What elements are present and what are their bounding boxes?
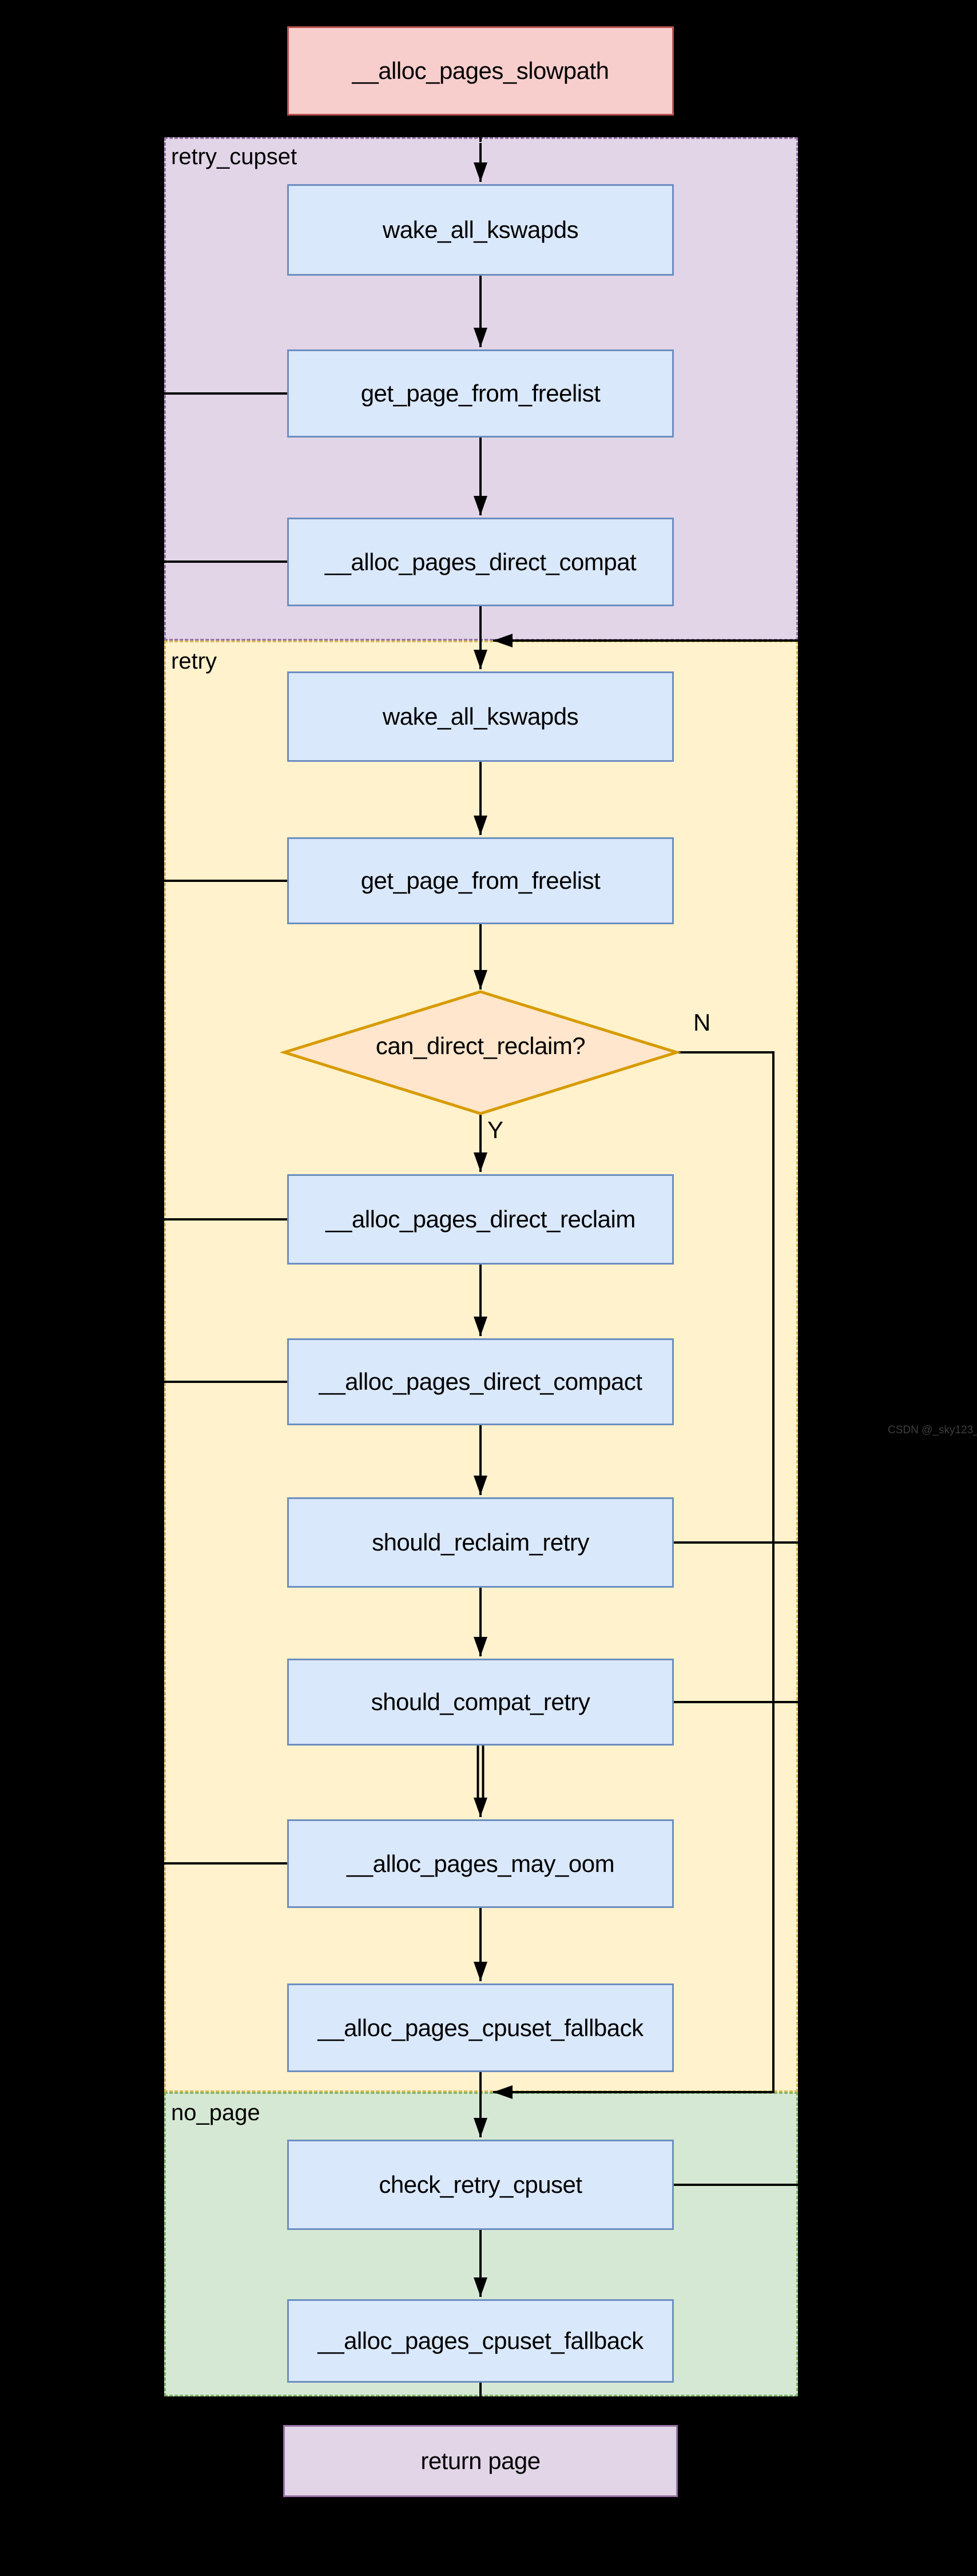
node-get-page-from-freelist-2[interactable]: get_page_from_freelist [287,837,674,924]
region-label-no-page: no_page [171,2100,260,2125]
node-label: should_reclaim_retry [372,1529,589,1556]
node-label: check_retry_cpuset [379,2171,582,2198]
node-label: __alloc_pages_direct_compat [324,548,637,575]
edge-decision-no-branch [493,1051,775,2099]
node-alloc-pages-cpuset-fallback-1[interactable]: __alloc_pages_cpuset_fallback [287,1983,674,2072]
region-label-retry: retry [171,649,217,674]
node-label: get_page_from_freelist [360,867,601,894]
node-should-compat-retry[interactable]: should_compat_retry [287,1659,674,1746]
node-label: __alloc_pages_cpuset_fallback [317,2327,644,2354]
watermark: CSDN @_sky123_ [888,1424,977,1436]
node-alloc-pages-slowpath[interactable]: __alloc_pages_slowpath [287,26,674,116]
node-label: __alloc_pages_may_oom [346,1850,615,1877]
node-should-reclaim-retry[interactable]: should_reclaim_retry [287,1497,674,1588]
node-alloc-pages-direct-compat[interactable]: __alloc_pages_direct_compat [287,518,674,606]
node-alloc-pages-direct-reclaim[interactable]: __alloc_pages_direct_reclaim [287,1174,674,1265]
node-label: return page [420,2447,541,2474]
region-label-retry-cupset: retry_cupset [171,144,297,169]
decision-diamond[interactable] [279,990,682,1115]
node-label: __alloc_pages_slowpath [352,57,609,84]
branch-label-no: N [693,1009,711,1036]
node-label: wake_all_kswapds [382,216,579,243]
decision-label: can_direct_reclaim? [375,1032,586,1059]
node-wake-all-kswapds-1[interactable]: wake_all_kswapds [287,184,674,276]
node-label: __alloc_pages_direct_compact [319,1368,642,1395]
node-alloc-pages-direct-compact[interactable]: __alloc_pages_direct_compact [287,1338,674,1425]
node-label: get_page_from_freelist [360,380,601,407]
node-label: __alloc_pages_direct_reclaim [325,1206,636,1233]
node-alloc-pages-may-oom[interactable]: __alloc_pages_may_oom [287,1819,674,1908]
branch-label-yes: Y [487,1116,504,1143]
node-label: wake_all_kswapds [382,703,579,730]
node-get-page-from-freelist-1[interactable]: get_page_from_freelist [287,349,674,438]
node-label: should_compat_retry [371,1688,590,1715]
node-return-page[interactable]: return page [283,2425,678,2497]
node-wake-all-kswapds-2[interactable]: wake_all_kswapds [287,671,674,762]
node-alloc-pages-cpuset-fallback-2[interactable]: __alloc_pages_cpuset_fallback [287,2299,674,2383]
node-label: __alloc_pages_cpuset_fallback [317,2014,644,2041]
node-check-retry-cpuset[interactable]: check_retry_cpuset [287,2140,674,2230]
